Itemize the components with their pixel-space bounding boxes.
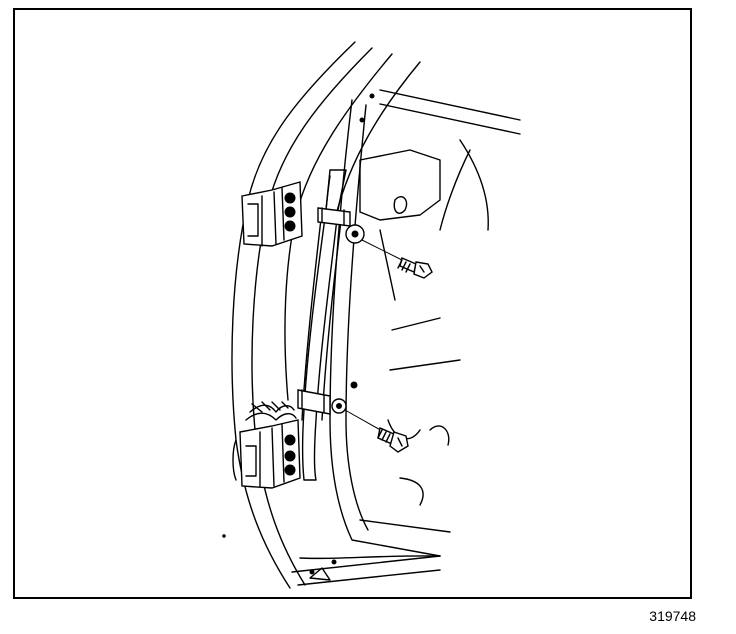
upper-bolt — [361, 239, 433, 279]
illustration-frame — [13, 8, 692, 599]
lower-bolt — [344, 409, 409, 453]
door-inner-panel — [291, 89, 521, 586]
lower-bracket — [297, 389, 347, 415]
figure-number: 319748 — [649, 608, 696, 624]
upper-hinge — [241, 181, 303, 247]
upper-bracket — [317, 207, 365, 244]
lower-hinge — [232, 401, 301, 489]
stray-mark — [222, 534, 226, 538]
